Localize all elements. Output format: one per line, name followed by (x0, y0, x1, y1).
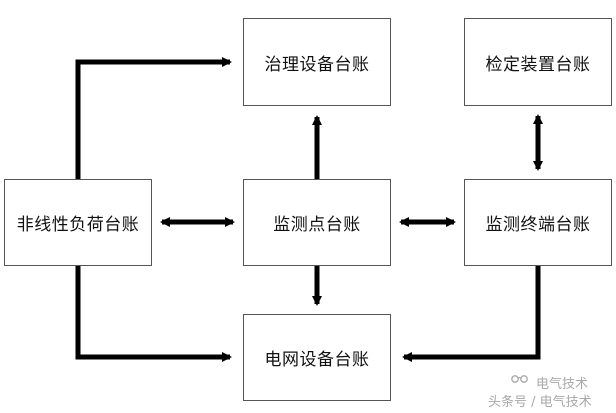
node-label: 非线性负荷台账 (16, 215, 140, 235)
node-zhili-shebei: 治理设备台账 (243, 18, 391, 106)
edge-feixian-to-dianwang (75, 266, 232, 362)
node-jiancedian: 监测点台账 (243, 179, 391, 266)
node-label: 监测终端台账 (485, 215, 591, 235)
node-label: 检定装置台账 (485, 54, 591, 75)
edge-zhongduan-to-dianwang (402, 266, 541, 362)
node-jiance-zhongduan: 监测终端台账 (464, 179, 612, 266)
watermark-logo-icon (511, 375, 528, 383)
node-jianding-zhuangzhi: 检定装置台账 (464, 18, 612, 106)
watermark-name: 电气技术 (536, 377, 589, 392)
node-dianwang-shebei: 电网设备台账 (243, 314, 391, 401)
node-feixianxing-fuhe: 非线性负荷台账 (4, 179, 152, 266)
edge-feixian-to-zhili (75, 57, 232, 179)
node-label: 电网设备台账 (264, 350, 370, 370)
node-label: 治理设备台账 (264, 54, 370, 75)
watermark-source: 头条号 / 电气技术 (488, 395, 592, 410)
node-label: 监测点台账 (273, 215, 361, 235)
